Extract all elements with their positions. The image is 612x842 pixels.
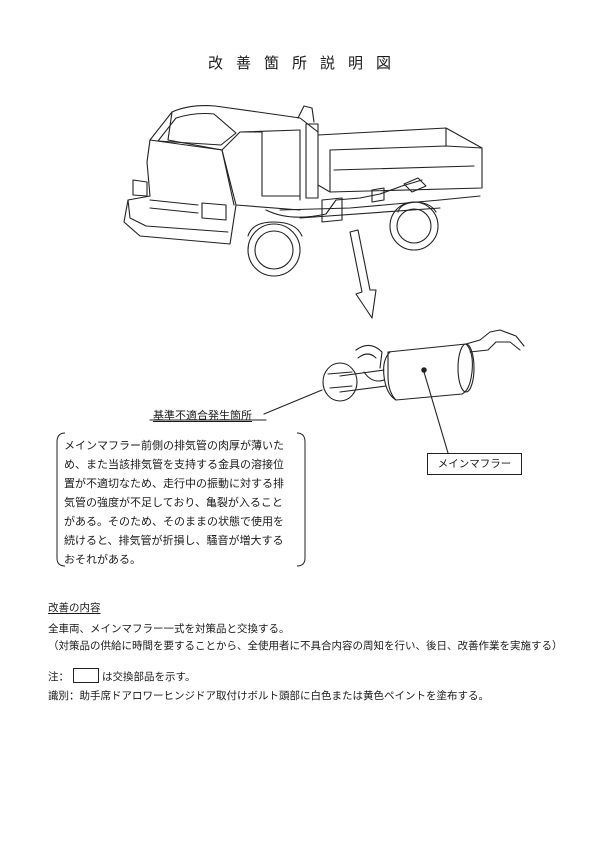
description-line: め、また当該排気管を支持する金具の溶接位	[64, 458, 284, 471]
description-bracket	[56, 432, 306, 567]
description-line: メインマフラー前側の排気管の肉厚が薄いた	[64, 439, 284, 452]
note-row: 注： は交換部品を示す。	[48, 668, 195, 684]
defect-leader-line	[263, 389, 323, 415]
identification-text: 識別：助手席ドアロワーヒンジドア取付けボルト頭部に白色または黄色ペイントを塗布す…	[48, 690, 489, 702]
muffler-drawing	[322, 329, 525, 402]
note-prefix: 注：	[48, 671, 69, 683]
defect-location-label: 基準不適合発生箇所	[153, 409, 252, 422]
improvement-text: 全車両、メインマフラー一式を対策品と交換する。	[48, 623, 290, 635]
description-line: おそれがある。	[64, 553, 141, 566]
muffler-leader-line	[423, 371, 449, 454]
truck-drawing	[123, 105, 483, 277]
description-line: 置が不適切なため、走行中の振動に対する排	[64, 477, 284, 490]
description-line: 続けると、排気管が折損し、騒音が増大する	[64, 534, 284, 547]
description-line: 気管の強度が不足しており、亀裂が入ること	[64, 496, 283, 509]
improvement-heading: 改善の内容	[48, 602, 101, 614]
replacement-part-legend-box	[73, 668, 99, 683]
page-title: 改善箇所説明図	[207, 54, 404, 72]
main-muffler-label: メインマフラー	[427, 453, 522, 475]
defect-description: メインマフラー前側の排気管の肉厚が薄いた め、また当該排気管を支持する金具の溶接…	[64, 436, 300, 569]
improvement-note: （対策品の供給に時間を要することから、全使用者に不具合内容の周知を行い、後日、改…	[48, 640, 563, 652]
description-line: がある。そのため、そのままの状態で使用を	[64, 515, 284, 528]
note-text: は交換部品を示す。	[102, 671, 196, 683]
pointer-arrow	[349, 229, 377, 319]
